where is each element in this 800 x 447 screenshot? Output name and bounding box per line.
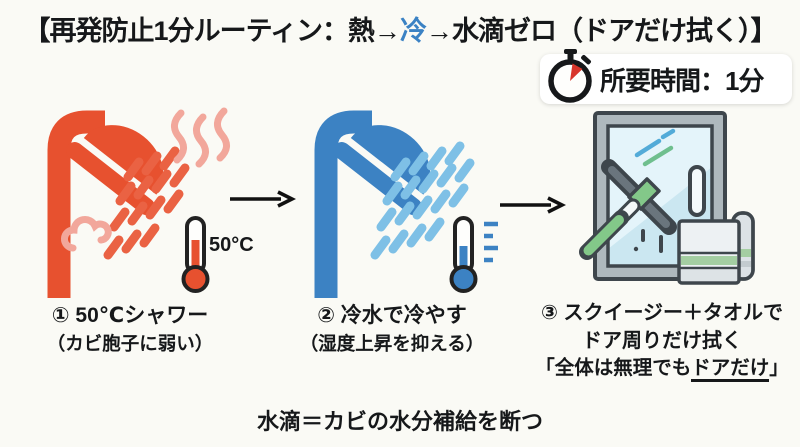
step3-label: ③ スクイージー＋タオルで ドア周りだけ拭く 「全体は無理でもドアだけ」 [526, 300, 798, 383]
step2-title: ② 冷水で冷やす [317, 304, 467, 327]
thermometer-hot-icon [181, 216, 210, 293]
duration-badge: 所要時間：1分 [540, 49, 792, 104]
steam-cloud-icon [61, 216, 112, 252]
cold-water-spray [370, 141, 475, 260]
title-highlight: 冷 [399, 16, 427, 46]
squeegee-icon [579, 159, 677, 260]
step2-label: ② 冷水で冷やす （湿度上昇を抑える） [282, 302, 502, 356]
hot-shower-icon [47, 107, 230, 298]
duration-label: 所要時間：1分 [600, 65, 764, 96]
squeegee-door-icon [579, 111, 755, 285]
footer-note: 水滴＝カビの水分補給を断つ [256, 409, 543, 434]
hot-water-spray [103, 146, 190, 260]
arrow-right-icon [230, 190, 296, 208]
title-post: →水滴ゼロ（ドアだけ拭く）】 [425, 16, 777, 46]
towel-icon [677, 211, 755, 285]
step1-label: ① 50℃シャワー （カビ胞子に弱い） [15, 302, 245, 356]
page-title: 【再発防止1分ルーティン：熱→冷→水滴ゼロ（ドアだけ拭く）】 [0, 9, 800, 48]
step3-subtitle: ドア周りだけ拭く [582, 329, 742, 352]
thermometer-cold-icon [449, 216, 498, 293]
arrow-right-icon [500, 196, 566, 214]
door-handle [688, 165, 706, 217]
step1-subtitle: （カビ胞子に弱い） [46, 332, 214, 354]
steam-icon [171, 107, 230, 168]
glass-reflection [634, 128, 676, 167]
thermometer-reading: 50°C [209, 234, 254, 256]
step1-title: ① 50℃シャワー [51, 304, 209, 327]
water-drips [633, 229, 663, 253]
step2-subtitle: （湿度上昇を抑える） [299, 332, 485, 354]
title-pre: 【再発防止1分ルーティン：熱→ [23, 16, 401, 46]
cold-shower-icon [314, 110, 498, 298]
underlined-emphasis: ドアだけ [691, 357, 770, 383]
step3-title: ③ スクイージー＋タオルで [540, 302, 784, 324]
stopwatch-icon [548, 49, 592, 103]
step3-quote: 「全体は無理でもドアだけ」 [526, 355, 798, 383]
